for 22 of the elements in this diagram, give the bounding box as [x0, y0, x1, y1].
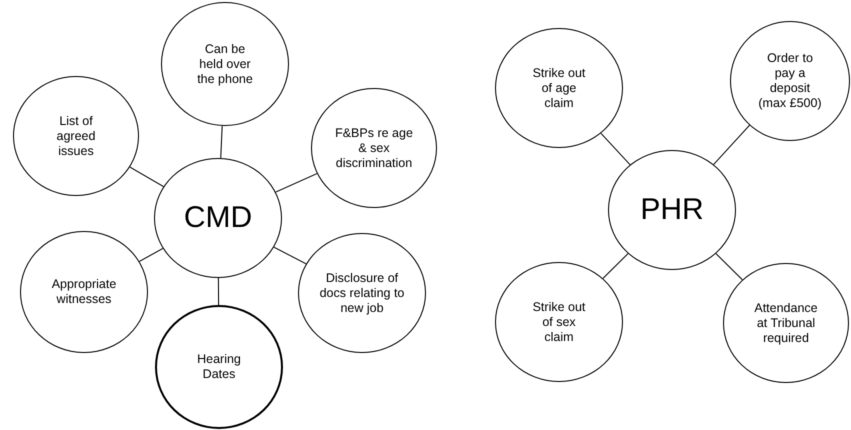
topic-text: Appropriate witnesses	[50, 277, 118, 307]
topic-text: Strike out of age claim	[532, 66, 586, 110]
hub-label: CMD	[184, 200, 252, 236]
topic-text: Order to pay a deposit (max £500)	[757, 51, 823, 111]
connector-line	[715, 253, 743, 280]
topic-text: Disclosure of docs relating to new job	[318, 270, 406, 316]
connector-line	[218, 278, 220, 306]
topic-text: List of agreed issues	[56, 114, 96, 158]
connector-line	[138, 248, 164, 262]
connector-line	[600, 132, 631, 166]
connector-line	[220, 125, 223, 159]
hub-label: PHR	[640, 192, 704, 228]
topic-text: Attendance at Tribunal required	[753, 300, 819, 346]
topic-text: F&BPs re age & sex discrimination	[334, 126, 414, 170]
connector-line	[275, 173, 318, 193]
connector-line	[129, 166, 164, 188]
topic-text: Hearing Dates	[196, 352, 242, 382]
topic-text: Can be held over the phone	[196, 42, 254, 86]
connector-line	[602, 253, 629, 279]
connector-line	[713, 124, 750, 165]
topic-text: Strike out of sex claim	[532, 300, 586, 344]
connector-line	[273, 246, 307, 264]
